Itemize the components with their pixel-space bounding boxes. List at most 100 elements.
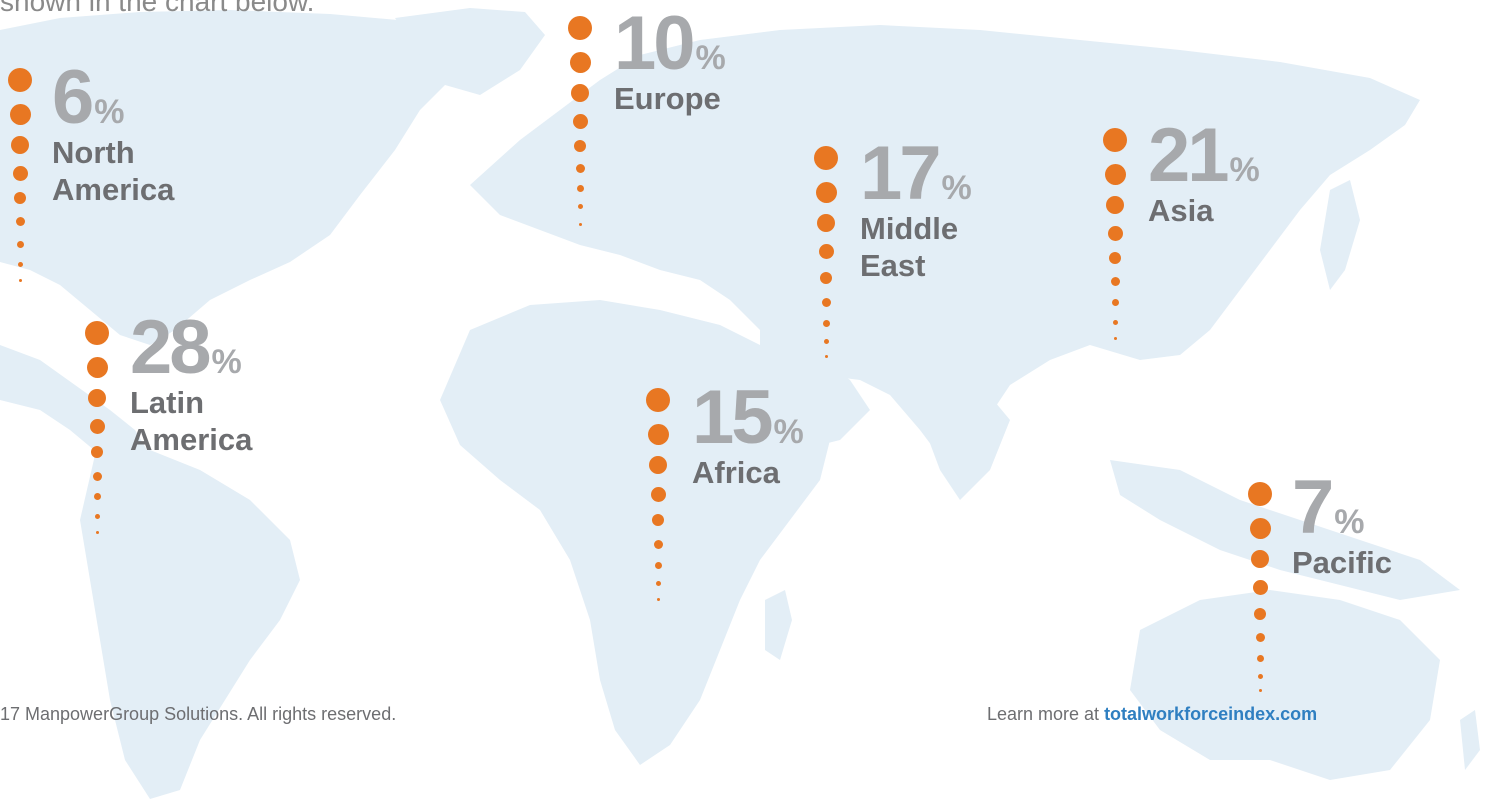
orange-dot xyxy=(654,561,662,569)
label-asia: 21 % Asia xyxy=(1148,118,1260,229)
orange-dot xyxy=(92,471,102,481)
region-name: Middle East xyxy=(860,210,972,284)
orange-dot xyxy=(572,113,588,129)
orange-dot xyxy=(649,456,667,474)
percent-sign: % xyxy=(211,343,242,381)
region-name: Europe xyxy=(614,80,726,117)
orange-dot xyxy=(656,597,660,601)
label-europe: 10 % Europe xyxy=(614,6,726,117)
orange-dot xyxy=(823,338,829,344)
region-name: North America xyxy=(52,134,174,208)
orange-dot xyxy=(578,222,582,226)
percent-sign: % xyxy=(94,93,125,131)
orange-dot xyxy=(652,514,664,526)
orange-dot xyxy=(85,321,109,345)
orange-dot xyxy=(571,84,589,102)
orange-dot xyxy=(1110,276,1120,286)
orange-dot xyxy=(814,146,838,170)
orange-dot xyxy=(576,184,584,192)
website-link[interactable]: totalworkforceindex.com xyxy=(1104,704,1318,724)
region-name-line: Middle xyxy=(860,211,959,246)
percent-value: 17 xyxy=(860,131,942,216)
orange-dot xyxy=(86,356,108,378)
label-middle-east: 17 % Middle East xyxy=(860,136,972,284)
orange-dot xyxy=(815,181,837,203)
south-america-landmass xyxy=(80,450,300,799)
eurasia-landmass xyxy=(470,25,1420,470)
southeast-asia-islands xyxy=(1110,460,1460,600)
orange-dot xyxy=(14,192,26,204)
percent-sign: % xyxy=(695,39,726,77)
orange-dot xyxy=(1106,196,1124,214)
orange-dot xyxy=(1252,579,1268,595)
region-name: Latin America xyxy=(130,384,252,458)
orange-dot xyxy=(1109,252,1121,264)
orange-dot xyxy=(93,492,101,500)
orange-dot xyxy=(569,51,591,73)
learn-more-prefix: Learn more at xyxy=(987,704,1105,724)
percent-value: 21 xyxy=(1148,113,1230,198)
region-name: Africa xyxy=(692,454,804,491)
intro-text: shown in the chart below. xyxy=(0,0,315,17)
orange-dot xyxy=(1107,225,1123,241)
orange-dot xyxy=(650,486,666,502)
region-name-line: East xyxy=(860,248,926,283)
label-africa: 15 % Africa xyxy=(692,380,804,491)
orange-dot xyxy=(95,530,99,534)
percent-value: 7 xyxy=(1292,465,1334,550)
north-america-landmass xyxy=(0,10,470,345)
australia-landmass xyxy=(1130,590,1440,780)
region-name: Pacific xyxy=(1292,544,1392,581)
orange-dot xyxy=(18,278,22,282)
orange-dot xyxy=(1111,298,1119,306)
madagascar-landmass xyxy=(765,590,792,660)
orange-dot xyxy=(94,513,100,519)
greenland-landmass xyxy=(395,8,545,95)
orange-dot xyxy=(1254,608,1266,620)
africa-landmass xyxy=(440,300,830,765)
india-landmass xyxy=(925,390,1010,500)
orange-dot xyxy=(1248,482,1272,506)
orange-dot xyxy=(1257,673,1263,679)
orange-dot xyxy=(820,272,832,284)
region-name-line: America xyxy=(130,422,253,457)
orange-dot xyxy=(89,418,105,434)
orange-dot xyxy=(647,423,669,445)
region-name-line: North xyxy=(52,135,135,170)
region-name-line: Africa xyxy=(692,455,780,490)
percent-sign: % xyxy=(773,413,804,451)
footer-learn-more: Learn more at totalworkforceindex.com xyxy=(987,704,1317,725)
orange-dot xyxy=(577,203,583,209)
orange-dot xyxy=(821,297,831,307)
orange-dot xyxy=(575,163,585,173)
orange-dot xyxy=(1104,163,1126,185)
percent-value: 28 xyxy=(130,305,212,390)
orange-dot xyxy=(1113,336,1117,340)
percent-value: 15 xyxy=(692,375,774,460)
percent-sign: % xyxy=(941,169,972,207)
central-america-landmass xyxy=(0,345,150,470)
orange-dot xyxy=(8,68,32,92)
orange-dot xyxy=(12,165,28,181)
japan-landmass xyxy=(1320,180,1360,290)
percent-value: 6 xyxy=(52,55,94,140)
orange-dot xyxy=(1251,550,1269,568)
orange-dot xyxy=(91,446,103,458)
orange-dot xyxy=(17,261,23,267)
orange-dot xyxy=(818,243,834,259)
new-zealand-landmass xyxy=(1460,710,1480,770)
footer-copyright: 17 ManpowerGroup Solutions. All rights r… xyxy=(0,704,397,724)
orange-dot xyxy=(16,240,24,248)
orange-dot xyxy=(1112,319,1118,325)
orange-dot xyxy=(1249,517,1271,539)
orange-dot xyxy=(655,580,661,586)
orange-dot xyxy=(1103,128,1127,152)
label-pacific: 7 % Pacific xyxy=(1292,470,1392,581)
region-name: Asia xyxy=(1148,192,1260,229)
region-name-line: America xyxy=(52,172,175,207)
orange-dot xyxy=(88,389,106,407)
orange-dot xyxy=(9,103,31,125)
orange-dot xyxy=(1256,654,1264,662)
region-name-line: Pacific xyxy=(1292,545,1392,580)
